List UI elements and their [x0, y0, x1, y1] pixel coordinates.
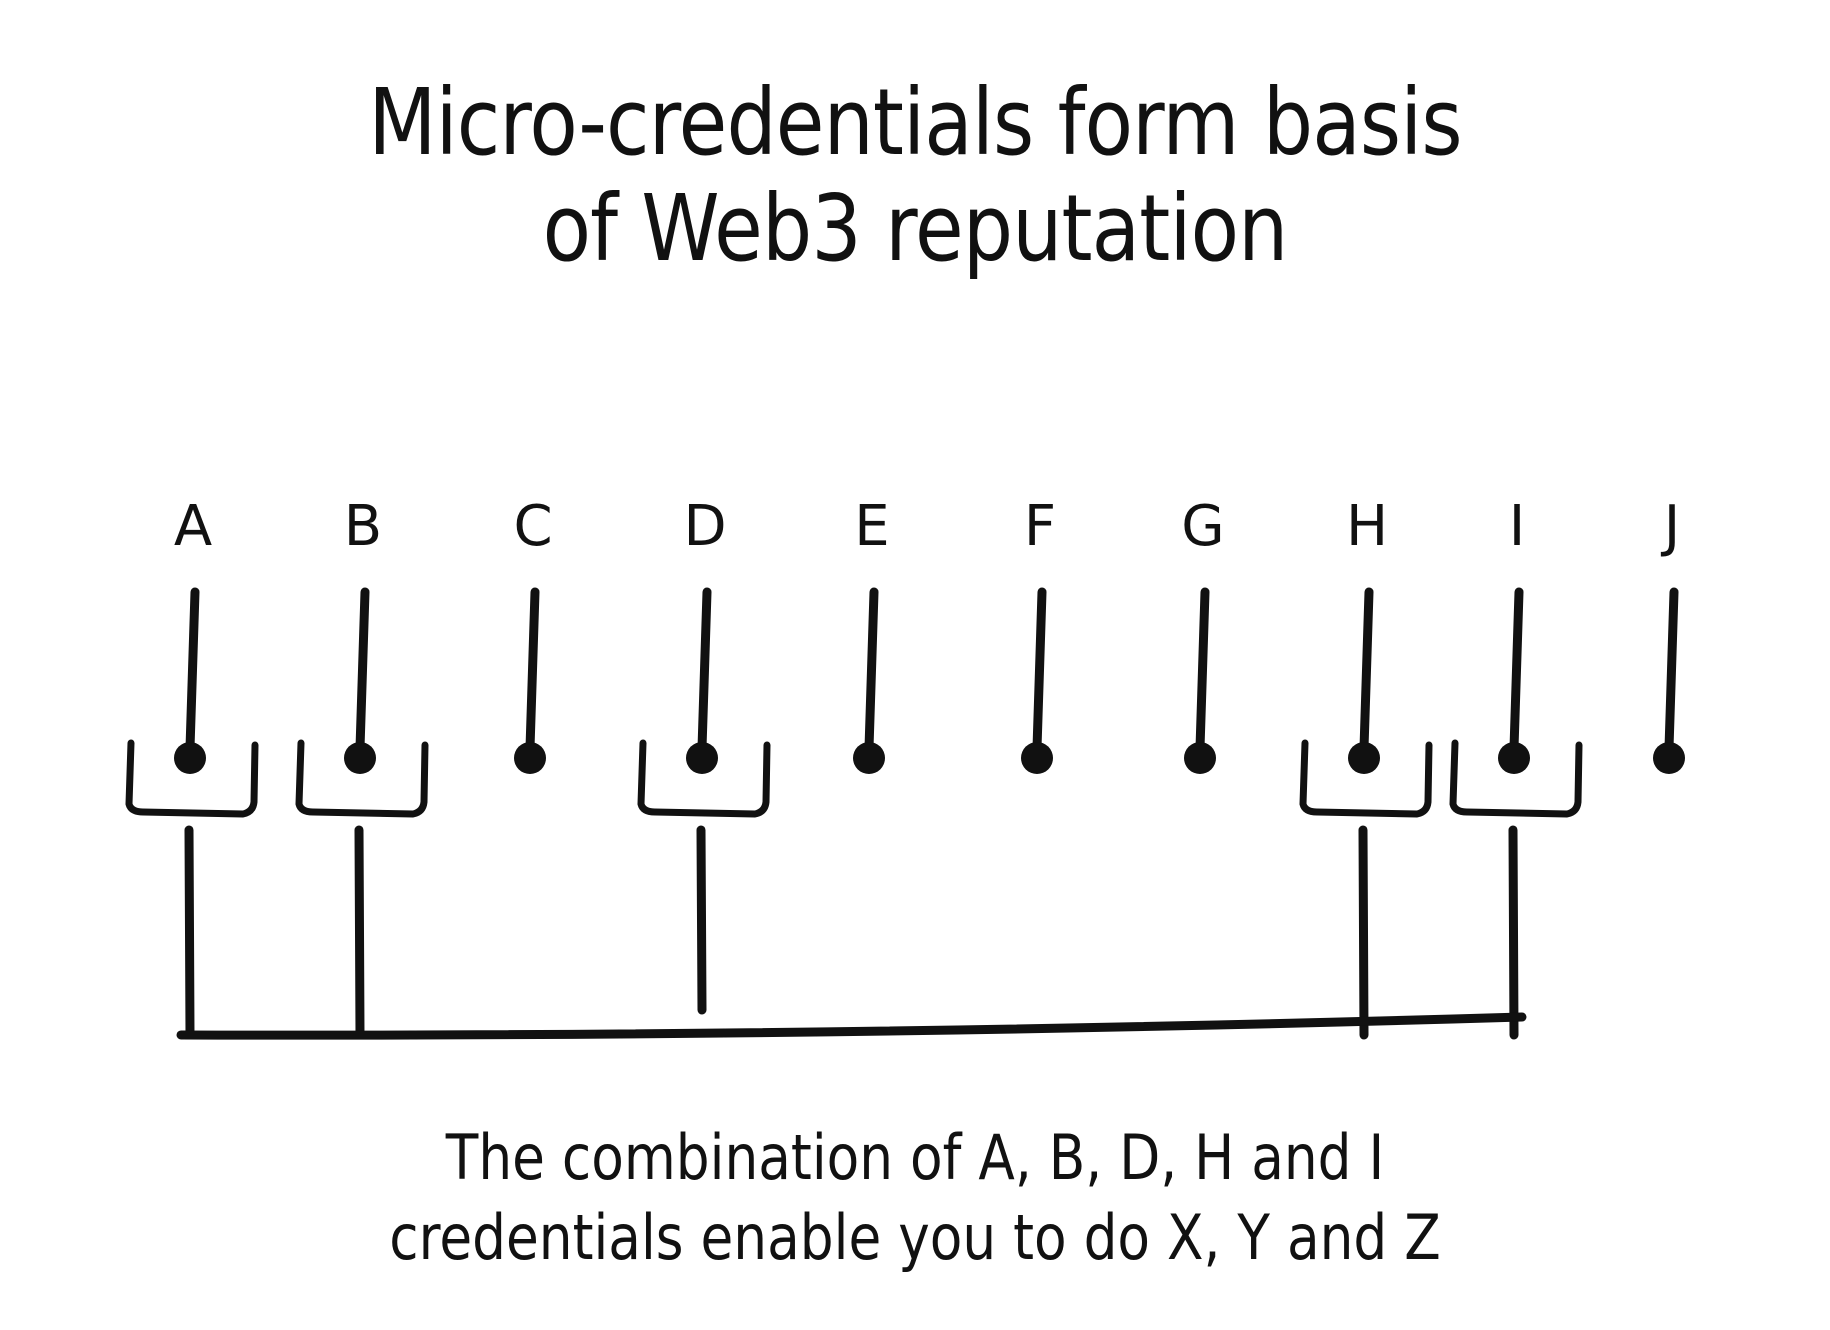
credential-dot	[1653, 742, 1685, 774]
caption-line-1: The combination of A, B, D, H and I	[445, 1121, 1385, 1194]
title-line-1: Micro-credentials form basis	[368, 69, 1462, 176]
credential-stem	[1359, 587, 1374, 753]
credential-pins: A B C D E F G H I J	[125, 494, 1685, 818]
credential-j: J	[1653, 494, 1685, 774]
credential-stem	[864, 587, 879, 753]
credential-stem	[1664, 587, 1679, 753]
credential-b: B	[295, 494, 429, 818]
credential-dot	[344, 742, 376, 774]
link-line	[696, 825, 707, 1015]
credential-stem	[1195, 587, 1210, 753]
link-line	[184, 825, 195, 1040]
selection-cup	[1299, 739, 1433, 818]
credential-dot	[1348, 742, 1380, 774]
credential-stem	[1509, 587, 1524, 753]
credential-label: G	[1181, 494, 1224, 559]
credential-stem	[1032, 587, 1047, 753]
link-line	[1508, 825, 1519, 1040]
link-line	[1358, 825, 1369, 1040]
credential-label: E	[854, 494, 889, 559]
credential-i: I	[1449, 494, 1583, 818]
credential-c: C	[513, 494, 553, 774]
credential-h: H	[1299, 494, 1433, 818]
credential-dot	[853, 742, 885, 774]
credential-e: E	[853, 494, 890, 774]
credential-dot	[1021, 742, 1053, 774]
combination-bus-line	[176, 1012, 1527, 1040]
credential-g: G	[1181, 494, 1225, 774]
credential-label: I	[1509, 494, 1526, 559]
credential-dot	[1498, 742, 1530, 774]
diagram-title: Micro-credentials form basis of Web3 rep…	[128, 70, 1702, 282]
credential-stem	[697, 587, 712, 753]
link-line	[354, 825, 365, 1040]
credential-label: J	[1661, 494, 1681, 559]
caption-line-2: credentials enable you to do X, Y and Z	[389, 1201, 1441, 1274]
credential-label: A	[174, 494, 212, 559]
credential-label: C	[513, 494, 552, 559]
selection-cup	[1449, 739, 1583, 818]
credential-label: D	[683, 494, 726, 559]
combination-links	[176, 825, 1527, 1040]
credential-dot	[174, 742, 206, 774]
credential-a: A	[125, 494, 259, 818]
credential-d: D	[637, 494, 771, 818]
credential-label: B	[344, 494, 382, 559]
selection-cup	[637, 739, 771, 818]
credential-dot	[514, 742, 546, 774]
credential-stem	[185, 587, 200, 753]
credential-label: H	[1346, 494, 1388, 559]
diagram-caption: The combination of A, B, D, H and I cred…	[128, 1118, 1702, 1278]
credential-dot	[686, 742, 718, 774]
credential-stem	[355, 587, 370, 753]
title-line-2: of Web3 reputation	[542, 175, 1289, 282]
credential-stem	[525, 587, 540, 753]
selection-cup	[295, 739, 429, 818]
credential-dot	[1184, 742, 1216, 774]
credential-f: F	[1021, 494, 1056, 774]
selection-cup	[125, 739, 259, 818]
credential-label: F	[1024, 494, 1056, 559]
